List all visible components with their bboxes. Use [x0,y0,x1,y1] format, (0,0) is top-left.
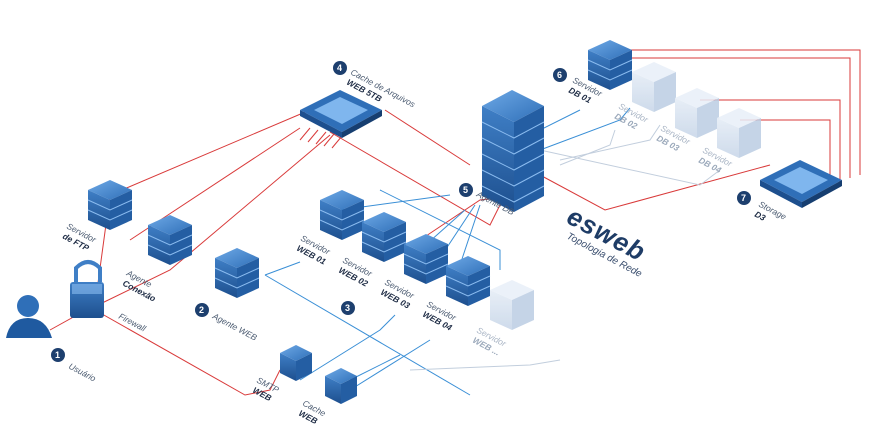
cache-web-server-icon [325,368,357,404]
usuario-label: Usuário [67,361,98,384]
step-5-badge [459,183,473,197]
agente-web-label: Agente WEB [210,310,259,342]
cache-arrows [299,127,343,149]
step-2-badge [195,303,209,317]
storage-chip-icon [760,160,842,208]
agente-db-tower-icon [481,90,545,212]
connection-lines [49,49,861,396]
web-servers [319,190,534,330]
agente-web-server-icon [214,248,260,298]
step-6-number: 6 [557,70,562,80]
step-3-number: 3 [345,303,350,313]
step-5-number: 5 [463,185,468,195]
user-icon [6,295,52,338]
db01-server-icon [587,40,633,90]
step-3-badge [341,301,355,315]
step-2-number: 2 [199,305,204,315]
conexao-server-icon [147,215,193,265]
storage-label-2: D3 [753,209,768,223]
step-4-badge [333,61,347,75]
step-1-number: 1 [55,350,60,360]
firewall-label: Firewall [117,311,149,334]
firewall-icon [70,260,104,318]
ftp-server-icon [87,180,133,230]
step-1-badge [51,348,65,362]
cache-arquivos-chip-icon [300,90,382,138]
step-7-badge [737,191,751,205]
step-6-badge [553,68,567,82]
step-7-number: 7 [741,193,746,203]
ghost-db-servers [632,62,761,158]
step-4-number: 4 [337,63,342,73]
smtp-server-icon [280,345,312,381]
